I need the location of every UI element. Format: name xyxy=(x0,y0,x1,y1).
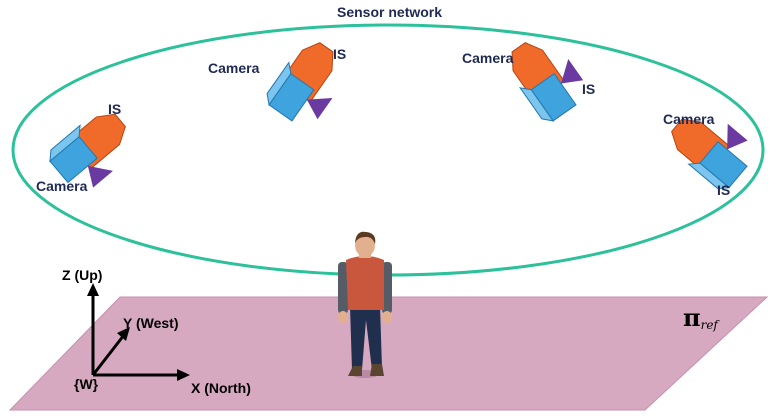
plane-subscript: ref xyxy=(700,318,718,332)
is-label-top-left: IS xyxy=(333,46,347,62)
reference-plane-label: πref xyxy=(683,303,718,332)
camera-label-right: Camera xyxy=(663,111,715,127)
plane-symbol: π xyxy=(683,303,701,332)
y-axis-label: Y (West) xyxy=(123,315,179,331)
camera-unit-left xyxy=(49,113,126,188)
x-axis-label: X (North) xyxy=(191,380,251,396)
world-origin-label: {W} xyxy=(74,376,99,392)
reference-ground-plane xyxy=(8,296,769,411)
is-label-right: IS xyxy=(717,182,731,198)
is-label-left: IS xyxy=(108,101,122,117)
camera-label-top-left: Camera xyxy=(208,60,260,76)
world-axes xyxy=(87,283,190,381)
camera-unit-top-left xyxy=(266,42,334,122)
camera-label-top-right: Camera xyxy=(462,50,514,66)
camera-unit-top-right xyxy=(511,42,584,122)
camera-label-left: Camera xyxy=(36,178,88,194)
camera-unit-right xyxy=(671,118,748,190)
is-label-top-right: IS xyxy=(582,81,596,97)
sensor-network-ellipse xyxy=(11,23,765,277)
person-figure xyxy=(338,231,392,378)
z-axis-label: Z (Up) xyxy=(62,267,103,283)
sensor-network-title: Sensor network xyxy=(337,4,443,20)
